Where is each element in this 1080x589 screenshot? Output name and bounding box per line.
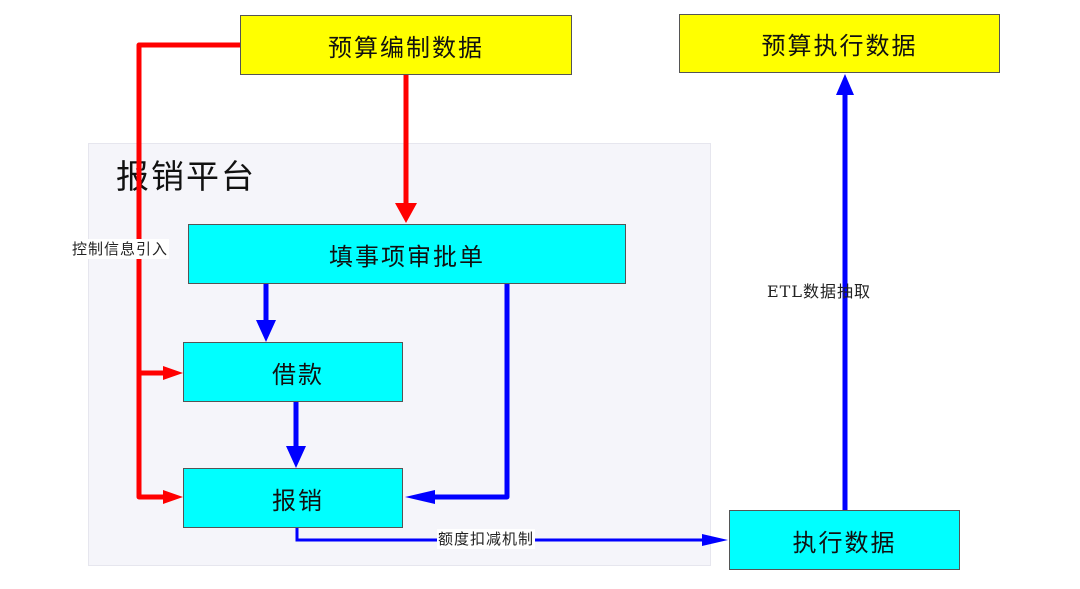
quota-connector <box>295 528 712 542</box>
node-loan[interactable]: 借款 <box>183 342 403 402</box>
node-label: 借款 <box>272 360 324 389</box>
arrowhead-down-icon <box>256 320 276 342</box>
node-label: 填事项审批单 <box>329 242 485 271</box>
arrowhead-right-icon <box>702 534 728 546</box>
arrowhead-down-icon <box>286 446 306 468</box>
arrowhead-down-icon <box>395 203 417 223</box>
node-reimbursement[interactable]: 报销 <box>183 468 403 528</box>
edge-label-control-import: 控制信息引入 <box>71 239 170 259</box>
arrowhead-up-icon <box>836 74 854 95</box>
edge-budget-control-trunk <box>136 42 240 500</box>
node-approval-form[interactable]: 填事项审批单 <box>188 224 626 284</box>
node-budget-plan-data[interactable]: 预算编制数据 <box>240 15 572 75</box>
data-arrowheads <box>256 74 854 546</box>
control-flow-connectors <box>136 42 409 500</box>
node-label: 报销 <box>272 486 324 515</box>
arrowhead-right-icon <box>163 366 183 380</box>
control-arrowheads <box>163 203 417 504</box>
arrowhead-left-icon <box>405 490 435 504</box>
node-budget-exec-data[interactable]: 预算执行数据 <box>679 14 1000 73</box>
edge-reimb-to-exec <box>295 528 712 542</box>
edge-label-etl-extract: ETL数据抽取 <box>767 282 871 301</box>
arrowhead-right-icon <box>163 490 183 504</box>
node-label: 预算执行数据 <box>761 32 918 60</box>
edge-approval-to-reimb <box>432 284 510 500</box>
node-label: 预算编制数据 <box>328 33 484 62</box>
data-flow-connectors <box>263 95 848 510</box>
node-exec-data[interactable]: 执行数据 <box>729 510 960 570</box>
edge-label-quota-deduction: 额度扣减机制 <box>437 529 536 549</box>
node-label: 执行数据 <box>792 528 897 557</box>
